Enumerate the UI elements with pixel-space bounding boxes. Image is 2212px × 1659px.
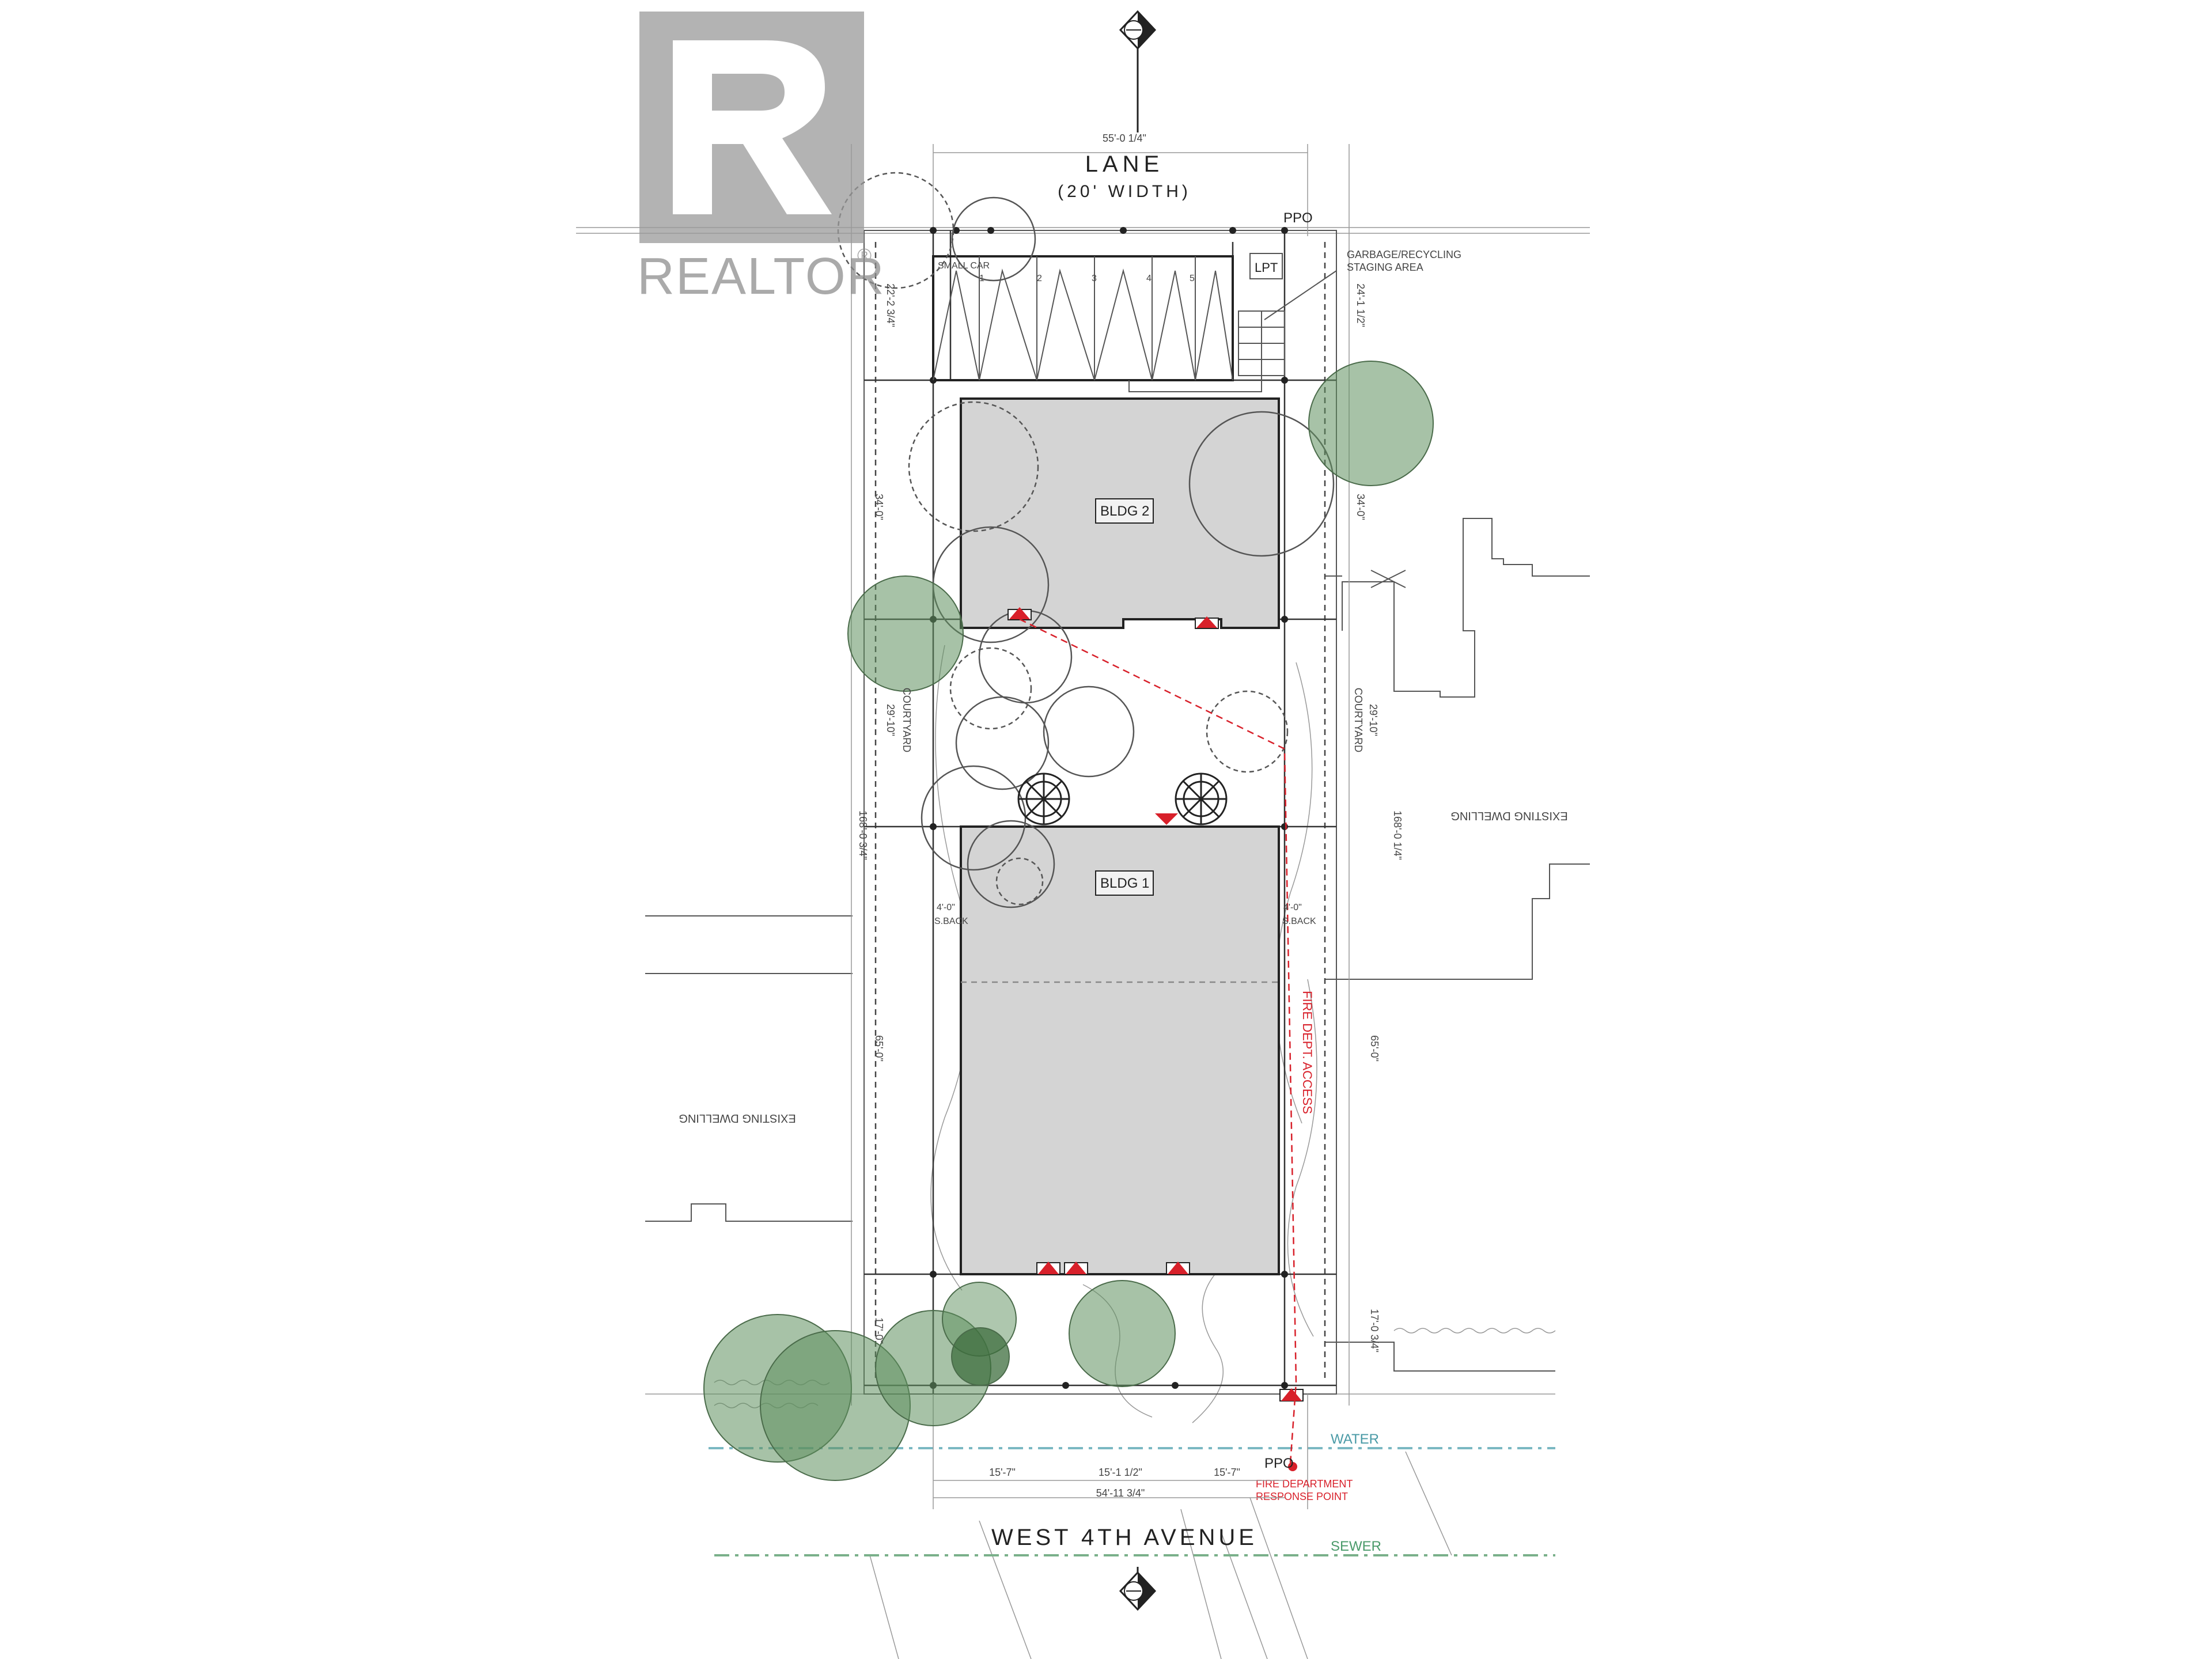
ppo-top-label: PPO [1283, 210, 1313, 226]
tree-canopy-outlines [837, 172, 1335, 908]
avenue-label: WEST 4TH AVENUE [991, 1525, 1257, 1550]
realtor-registered-mark: ® [857, 245, 872, 267]
buildings: BLDG 2 BLDG 1 [960, 397, 1280, 1275]
lpt-label: LPT [1255, 260, 1278, 275]
stall-4: 4 [1146, 274, 1152, 283]
dim-left-29: 29'-10" [885, 704, 896, 736]
dim-top-width: 55'-0 1/4" [1103, 132, 1146, 144]
water-label: WATER [1331, 1431, 1379, 1447]
staging-label: STAGING AREA [1347, 262, 1423, 273]
realtor-wordmark: REALTOR [637, 248, 885, 305]
setback-right-label: S.BACK [1282, 916, 1316, 926]
sewer-label: SEWER [1331, 1539, 1381, 1554]
dim-bottom-seg-2: 15'-1 1/2" [1099, 1467, 1142, 1478]
north-arrow-top [1119, 10, 1157, 132]
realtor-watermark: REALTOR ® [637, 12, 885, 305]
dim-right-34: 34'-0" [1355, 494, 1366, 520]
feature-tree-grates [1017, 772, 1228, 825]
dim-bottom-seg-3: 15'-7" [1214, 1467, 1240, 1478]
small-car-label: SMALL CAR [938, 261, 990, 271]
dim-setback-right: 4'-0" [1283, 903, 1302, 912]
dim-setback-left: 4'-0" [937, 903, 955, 912]
dim-right-65: 65'-0" [1369, 1035, 1380, 1062]
lane-width-label: (20' WIDTH) [1058, 182, 1191, 201]
dim-right-17: 17'-0 3/4" [1369, 1309, 1380, 1353]
lane-label: LANE [1085, 151, 1164, 177]
stall-3: 3 [1092, 274, 1097, 283]
dim-right-29: 29'-10" [1368, 704, 1379, 736]
dim-right-24: 24'-1 1/2" [1355, 283, 1366, 327]
dim-left-total: 168'-0 3/4" [857, 810, 869, 860]
garbage-label: GARBAGE/RECYCLING [1347, 249, 1461, 260]
setback-left-label: S.BACK [934, 916, 968, 926]
bldg-2-label: BLDG 2 [1100, 503, 1149, 519]
courtyard-right-label: COURTYARD [1353, 688, 1364, 752]
entry-markers [1007, 607, 1304, 1402]
dimension-strings: 55'-0 1/4" 15'-7" 15'-1 1/2" 15'-7" 54'-… [857, 132, 1403, 1499]
parking-area: SMALL CAR 1 2 3 4 5 LPT GARBAGE/RECYCLIN… [932, 210, 1461, 392]
courtyard-left-label: COURTYARD [901, 688, 912, 752]
dim-right-total: 168'-0 1/4" [1392, 810, 1403, 860]
bldg-1-label: BLDG 1 [1100, 876, 1149, 891]
existing-dwelling-left-label: EXISTING DWELLING [679, 1112, 796, 1124]
response-point-label: RESPONSE POINT [1256, 1491, 1348, 1502]
dim-bottom-seg-1: 15'-7" [989, 1467, 1016, 1478]
dim-left-65: 65'-0" [873, 1035, 885, 1062]
fire-access-path: FIRE DEPT. ACCESS PPO FIRE DEPARTMENT RE… [1019, 618, 1353, 1502]
fire-dept-label: FIRE DEPARTMENT [1256, 1478, 1353, 1490]
north-arrow-bottom [1119, 1567, 1157, 1611]
dim-left-17: 17'-0" [873, 1317, 885, 1344]
dim-bottom-width: 54'-11 3/4" [1096, 1487, 1145, 1499]
bldg-1-footprint [960, 825, 1280, 1275]
ppo-bottom-label: PPO [1264, 1456, 1294, 1471]
street-labels: LANE (20' WIDTH) WEST 4TH AVENUE [991, 151, 1257, 1550]
stall-5: 5 [1190, 274, 1195, 283]
fire-path-label: FIRE DEPT. ACCESS [1300, 991, 1315, 1114]
existing-dwelling-right-label: EXISTING DWELLING [1450, 809, 1567, 822]
dim-left-34: 34'-0" [873, 494, 885, 520]
existing-trees [703, 361, 1434, 1481]
stall-2: 2 [1037, 274, 1042, 283]
dim-left-22: 22'-2 3/4" [885, 283, 896, 327]
